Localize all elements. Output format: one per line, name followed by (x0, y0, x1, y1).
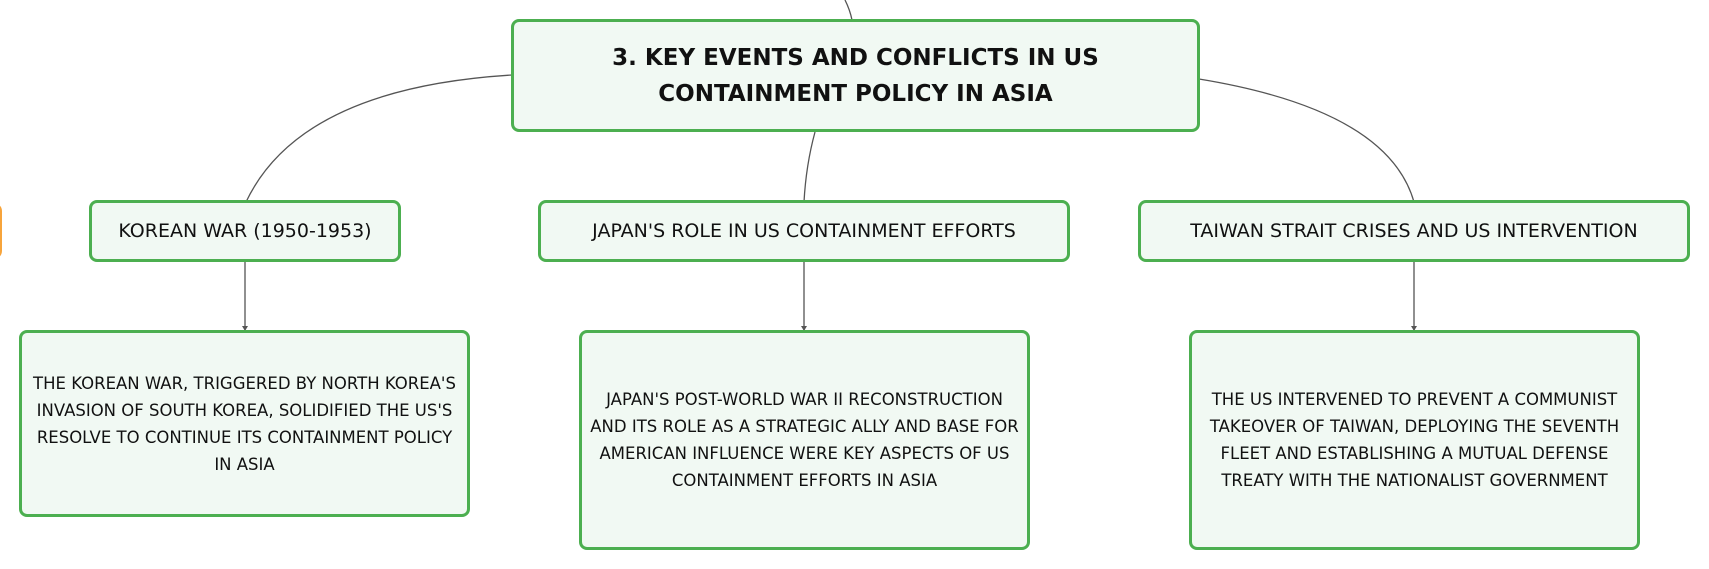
topic-node-taiwan-strait[interactable]: TAIWAN STRAIT CRISES AND US INTERVENTION (1138, 200, 1690, 262)
detail-text: THE US INTERVENED TO PREVENT A COMMUNIST… (1209, 390, 1620, 490)
topic-label: TAIWAN STRAIT CRISES AND US INTERVENTION (1190, 220, 1638, 242)
detail-node-taiwan-strait[interactable]: THE US INTERVENED TO PREVENT A COMMUNIST… (1189, 330, 1640, 550)
root-topic-node[interactable]: 3. KEY EVENTS AND CONFLICTS IN US CONTAI… (511, 19, 1200, 132)
connector-root-to-korean-war (245, 74, 513, 203)
topic-node-korean-war[interactable]: KOREAN WAR (1950-1953) (89, 200, 401, 262)
connector-parent-to-root (844, 0, 853, 21)
topic-label: JAPAN'S ROLE IN US CONTAINMENT EFFORTS (592, 220, 1016, 242)
topic-node-japan-role[interactable]: JAPAN'S ROLE IN US CONTAINMENT EFFORTS (538, 200, 1070, 262)
connector-root-to-taiwan (1198, 78, 1415, 203)
detail-node-japan-role[interactable]: JAPAN'S POST-WORLD WAR II RECONSTRUCTION… (579, 330, 1030, 550)
topic-label: KOREAN WAR (1950-1953) (118, 220, 372, 242)
connector-root-to-japan (803, 131, 816, 203)
detail-text: JAPAN'S POST-WORLD WAR II RECONSTRUCTION… (590, 390, 1019, 490)
root-topic-title: 3. KEY EVENTS AND CONFLICTS IN US CONTAI… (612, 44, 1099, 107)
side-node-tab[interactable] (0, 203, 2, 259)
detail-node-korean-war[interactable]: THE KOREAN WAR, TRIGGERED BY NORTH KOREA… (19, 330, 470, 517)
detail-text: THE KOREAN WAR, TRIGGERED BY NORTH KOREA… (33, 373, 456, 474)
